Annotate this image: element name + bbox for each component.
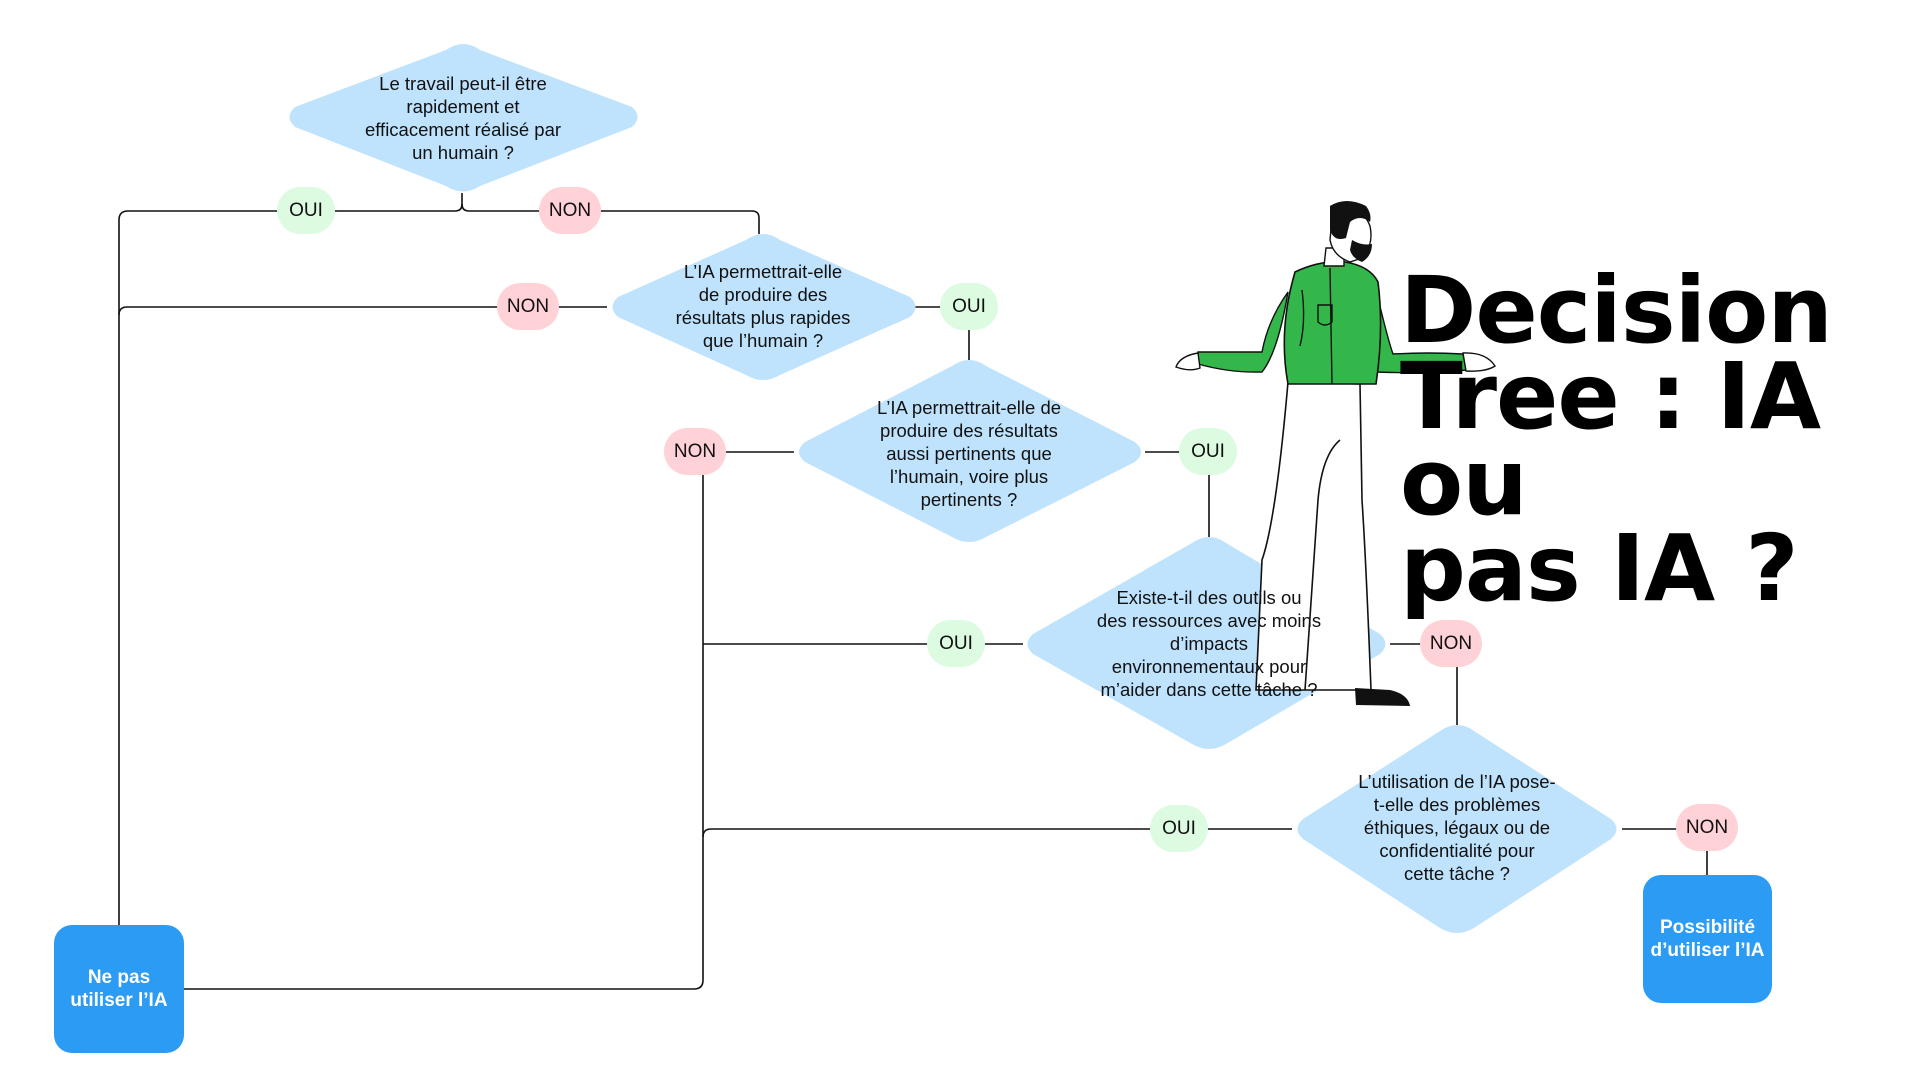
outcome-can-use-ai: Possibilité d’utiliser l’IA [1643,875,1772,1003]
connector-q1-no [461,203,760,234]
connector-q1-yes [118,193,463,925]
badge-q1-oui: OUI [277,187,335,234]
diamond-q2 [612,234,916,380]
decision-diamonds [289,44,1617,933]
badge-q5-non: NON [1676,804,1738,851]
badge-q2-non: NON [497,283,559,330]
diamond-q1 [289,44,638,192]
diamond-q5 [1297,725,1617,933]
badge-q2-oui: OUI [940,283,998,330]
connector-q3-no [184,451,794,990]
question-q4: Existe-t-il des outils ou des ressources… [1096,586,1322,700]
connector-q5-yes [702,828,1292,838]
outcome-do-not-use-ai: Ne pas utiliser l’IA [54,925,184,1053]
question-q1: Le travail peut-il être rapidement et ef… [364,73,562,163]
man-right-hand [1462,352,1496,372]
badge-q5-oui: OUI [1150,805,1208,852]
page-title: Decision Tree : IA ou pas IA ? [1400,257,1833,622]
badge-q4-non: NON [1420,620,1482,667]
man-left-hand [1175,352,1201,371]
question-q5: L’utilisation de l’IA pose- t-elle des p… [1358,770,1556,884]
badge-q1-non: NON [539,187,601,234]
badge-q3-non: NON [664,428,726,475]
badge-q4-oui: OUI [927,620,985,667]
man-shoe [1355,688,1410,706]
man-shirt [1283,260,1382,385]
man-hair [1330,201,1371,239]
man-right-arm [1375,297,1467,374]
connector-q2-no [118,306,607,316]
badge-q3-oui: OUI [1179,428,1237,475]
man-left-arm [1197,291,1289,373]
diamond-q3 [799,360,1141,542]
question-q3: L’IA permettrait-elle de produire des ré… [876,396,1062,510]
shrugging-man-illustration [1175,201,1496,706]
man-beard [1350,240,1372,262]
question-q2: L’IA permettrait-elle de produire des ré… [675,261,851,351]
